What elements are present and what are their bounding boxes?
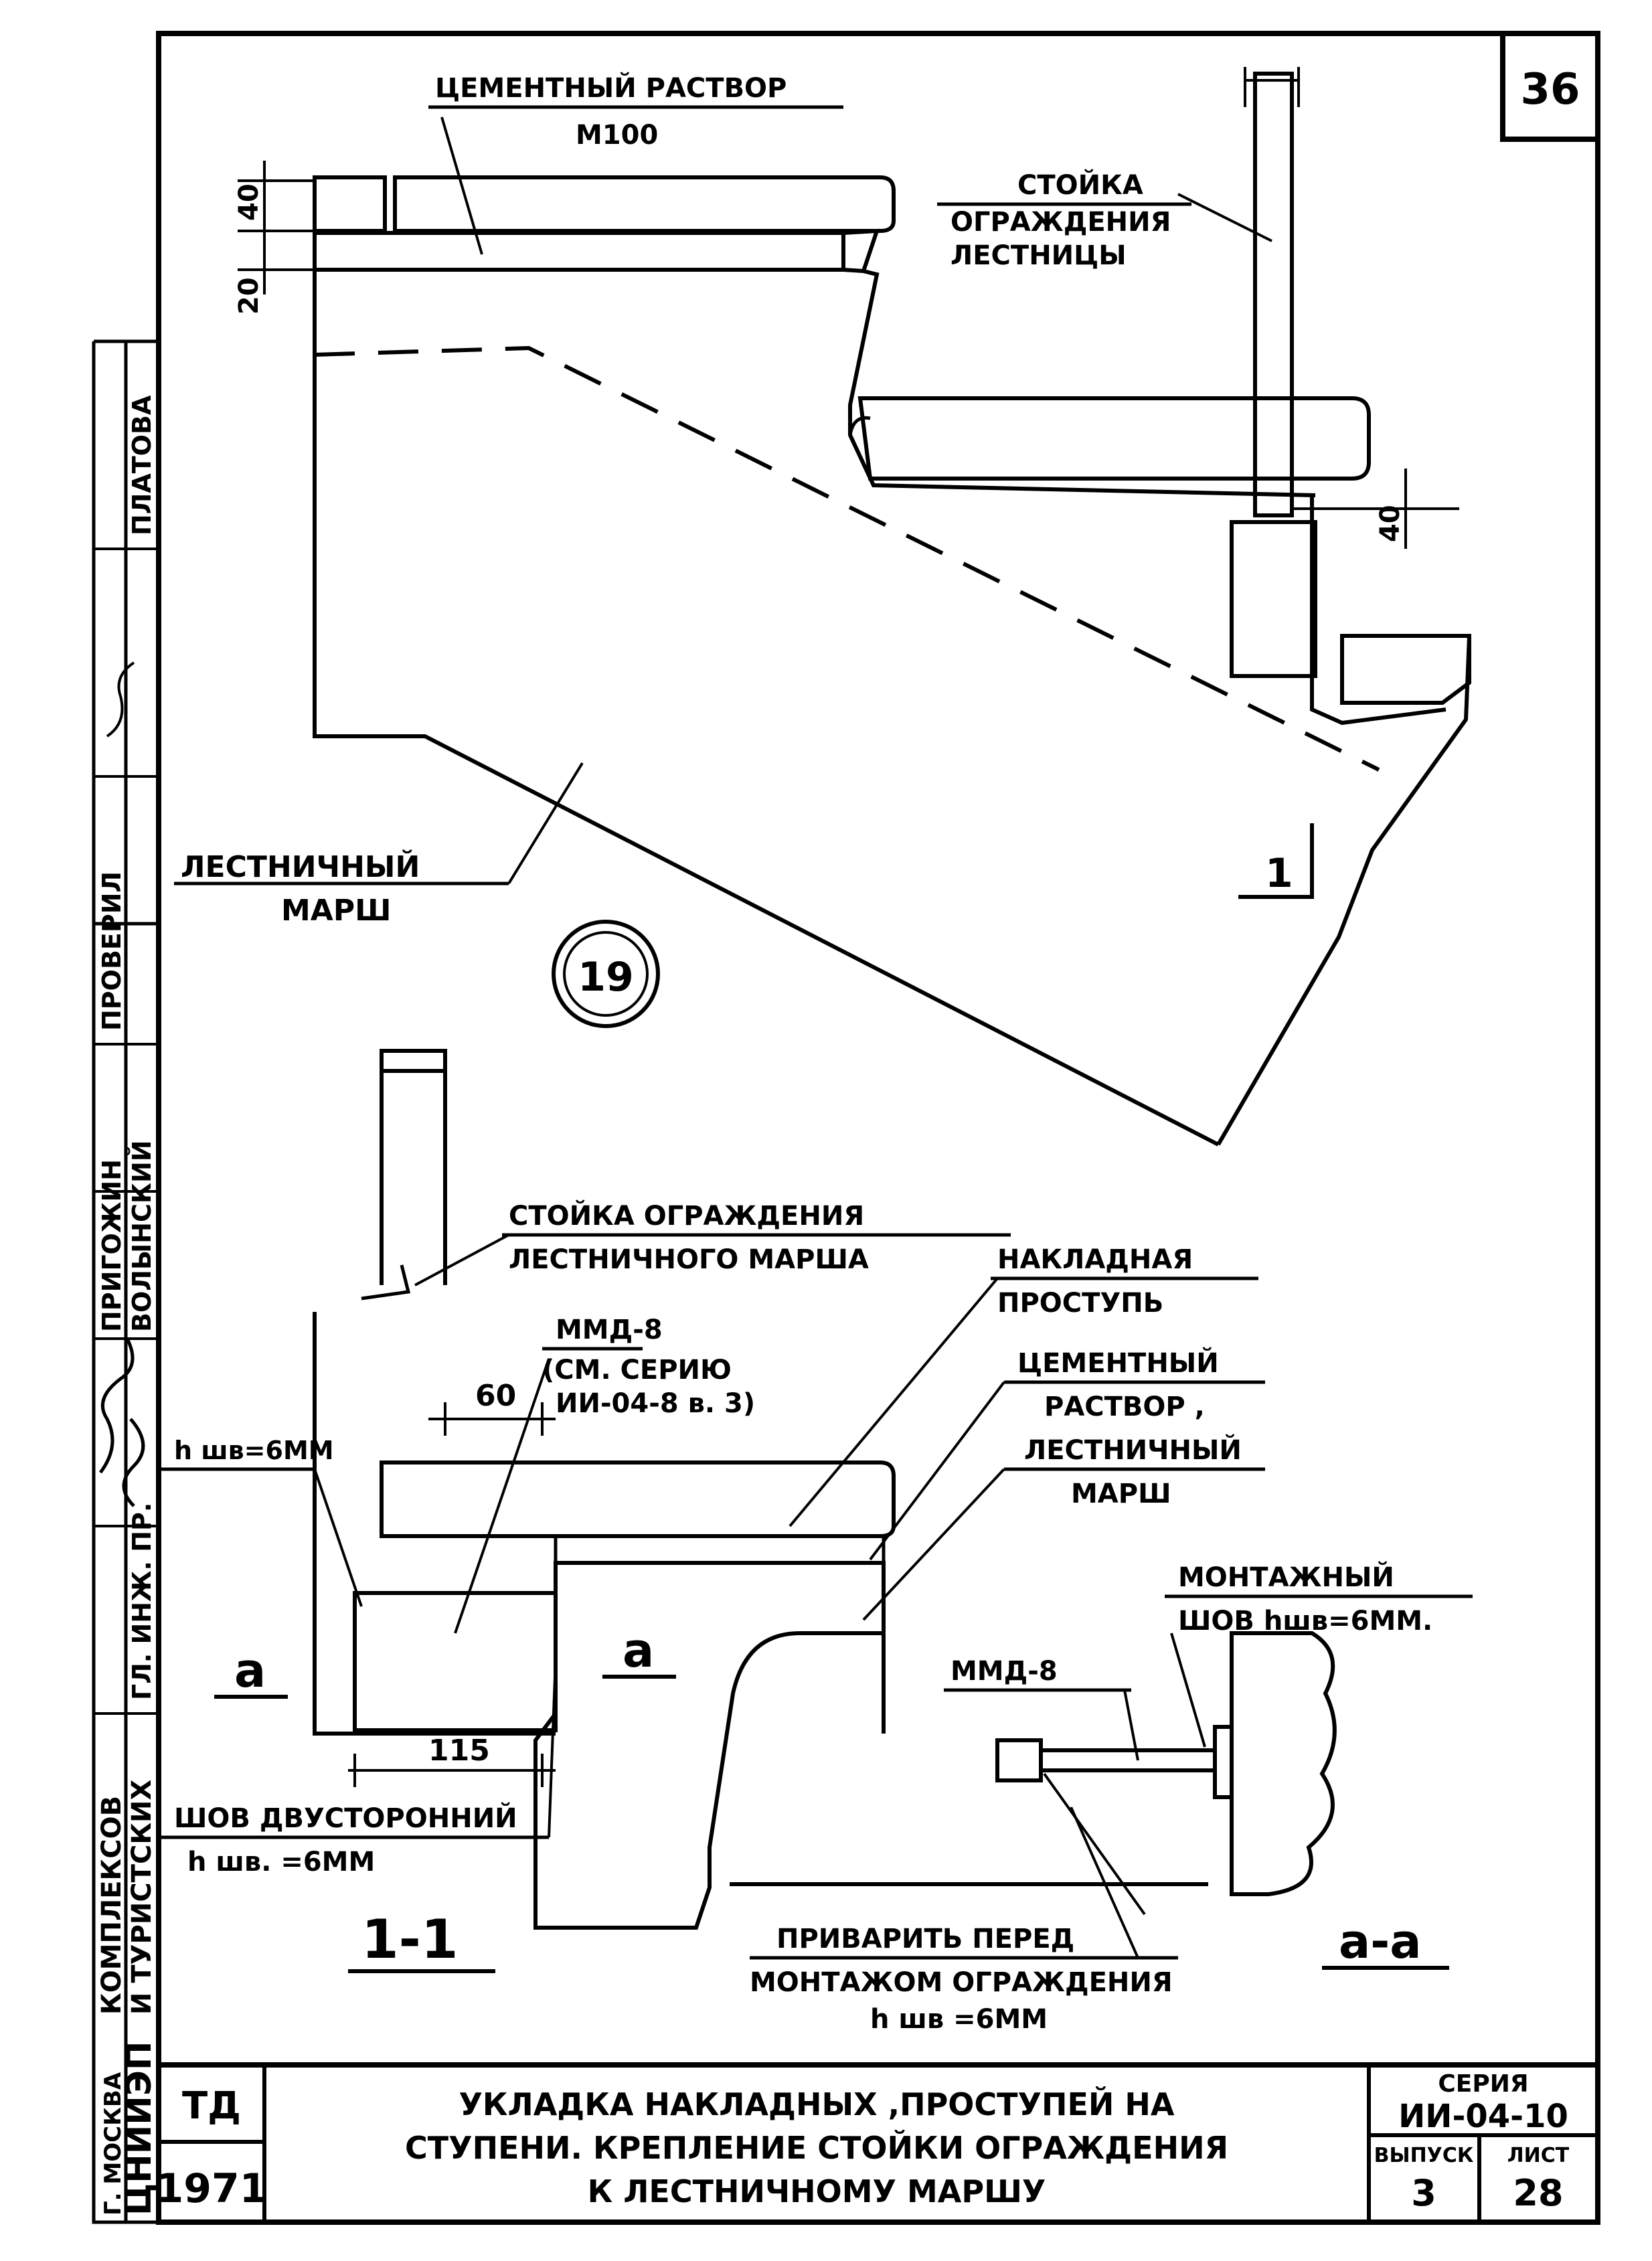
stamp-org-city: Г. МОСКВА bbox=[100, 2072, 127, 2215]
weld-before-label-2: МОНТАЖОМ ОГРАЖДЕНИЯ bbox=[750, 1967, 1173, 1998]
dim-40: 40 bbox=[234, 183, 264, 221]
plate-label-3: ИИ-04-8 в. 3) bbox=[556, 1388, 755, 1419]
stamp-org-line2: И ТУРИСТСКИХ bbox=[127, 1780, 157, 2015]
stamp-name-volynsky: ВОЛЫНСКИЙ bbox=[127, 1140, 157, 1332]
signature bbox=[98, 1337, 135, 1474]
railing-post-label-3: ЛЕСТНИЦЫ bbox=[951, 240, 1127, 271]
signature bbox=[122, 1418, 145, 1507]
title-block: ТД 1971 УКЛАДКА НАКЛАДНЫХ ,ПРОСТУПЕЙ НА … bbox=[156, 2065, 1598, 2222]
sheet-value: 28 bbox=[1513, 2172, 1563, 2214]
cut-mark-right: а bbox=[623, 1623, 654, 1678]
plate-label-2: (СМ. СЕРИЮ bbox=[542, 1355, 732, 1386]
tread-label-1: НАКЛАДНАЯ bbox=[997, 1244, 1193, 1275]
post-label-2: ЛЕСТНИЧНОГО МАРША bbox=[509, 1244, 869, 1275]
title-line-3: К ЛЕСТНИЧНОМУ МАРШУ bbox=[588, 2173, 1046, 2209]
section-title-a-a: а-а bbox=[1339, 1914, 1422, 1969]
series-label: СЕРИЯ bbox=[1438, 2070, 1528, 2098]
title-line-1: УКЛАДКА НАКЛАДНЫХ ,ПРОСТУПЕЙ НА bbox=[459, 2086, 1174, 2122]
stamp-role-checked: ПРОВЕРИЛ bbox=[97, 871, 127, 1031]
aa-plate-label: ММД-8 bbox=[951, 1656, 1058, 1687]
sheet-frame: 36 bbox=[156, 31, 1600, 2225]
stamp-org-line3: КОМПЛЕКСОВ bbox=[96, 1796, 127, 2015]
stamp-org-main: ЦНИИЭП bbox=[119, 2041, 159, 2215]
sheet-label: ЛИСТ bbox=[1507, 2144, 1570, 2167]
dim-20: 20 bbox=[234, 277, 264, 315]
railing-post-label-2: ОГРАЖДЕНИЯ bbox=[951, 207, 1171, 238]
mortar2-label-2: РАСТВОР , bbox=[1044, 1392, 1205, 1422]
mounting-weld-label-1: МОНТАЖНЫЙ bbox=[1178, 1561, 1394, 1593]
section-a-a: МОНТАЖНЫЙ ШОВ hшв=6ММ. ММД-8 а-а bbox=[944, 1561, 1473, 1970]
tread-label-2: ПРОСТУПЬ bbox=[997, 1288, 1163, 1319]
upper-view: ЦЕМЕНТНЫЙ РАСТВОР М100 40 20 bbox=[174, 67, 1471, 1147]
mortar2-label-1: ЦЕМЕНТНЫЙ bbox=[1017, 1347, 1219, 1379]
double-weld-label-2: h шв. =6ММ bbox=[187, 1847, 375, 1877]
flight2-label-2: МАРШ bbox=[1071, 1479, 1171, 1509]
flight-label-2: МАРШ bbox=[281, 894, 391, 928]
series-value: ИИ-04-10 bbox=[1398, 2098, 1568, 2135]
detail-number: 19 bbox=[578, 954, 634, 1001]
sheet-number: 36 bbox=[1520, 65, 1580, 114]
weld-before-label-1: ПРИВАРИТЬ ПЕРЕД bbox=[776, 1924, 1074, 1954]
mortar-grade: М100 bbox=[576, 120, 658, 151]
section-mark: 1 bbox=[1265, 850, 1293, 897]
stamp-name-prigozhin: ПРИГОЖИН bbox=[97, 1159, 127, 1332]
stamp-name-platova: ПЛАТОВА bbox=[127, 395, 157, 535]
issue-label: ВЫПУСК bbox=[1374, 2144, 1474, 2167]
title-line-2: СТУПЕНИ. КРЕПЛЕНИЕ СТОЙКИ ОГРАЖДЕНИЯ bbox=[405, 2130, 1228, 2166]
title-code: ТД bbox=[182, 2084, 241, 2128]
title-year: 1971 bbox=[156, 2165, 268, 2212]
section-title-1-1: 1-1 bbox=[361, 1908, 459, 1971]
dim-60: 60 bbox=[475, 1379, 516, 1413]
stamp-role-chief: ГЛ. ИНЖ. ПР. bbox=[127, 1503, 157, 1700]
issue-value: 3 bbox=[1411, 2172, 1436, 2214]
post-label-1: СТОЙКА ОГРАЖДЕНИЯ bbox=[509, 1199, 864, 1232]
signature bbox=[106, 661, 135, 738]
flight-label-1: ЛЕСТНИЧНЫЙ bbox=[181, 849, 420, 884]
cut-mark-left: а bbox=[234, 1643, 266, 1698]
side-stamp: ЦНИИЭП И ТУРИСТСКИХ Г. МОСКВА КОМПЛЕКСОВ… bbox=[92, 339, 161, 2224]
flight2-label-1: ЛЕСТНИЧНЫЙ bbox=[1024, 1434, 1242, 1466]
dim-40-right: 40 bbox=[1375, 505, 1406, 542]
double-weld-label-1: ШОВ ДВУСТОРОННИЙ bbox=[174, 1802, 517, 1834]
plate-label-1: ММД-8 bbox=[556, 1315, 663, 1345]
dim-115: 115 bbox=[428, 1734, 490, 1768]
railing-post-label-1: СТОЙКА bbox=[1017, 169, 1143, 201]
weld-before-label-3: h шв =6ММ bbox=[870, 2004, 1048, 2035]
section-1-1: СТОЙКА ОГРАЖДЕНИЯ ЛЕСТНИЧНОГО МАРША НАКЛ… bbox=[161, 1049, 1265, 2035]
mortar-label: ЦЕМЕНТНЫЙ РАСТВОР bbox=[435, 72, 787, 104]
weld-label: h шв=6ММ bbox=[174, 1436, 334, 1465]
